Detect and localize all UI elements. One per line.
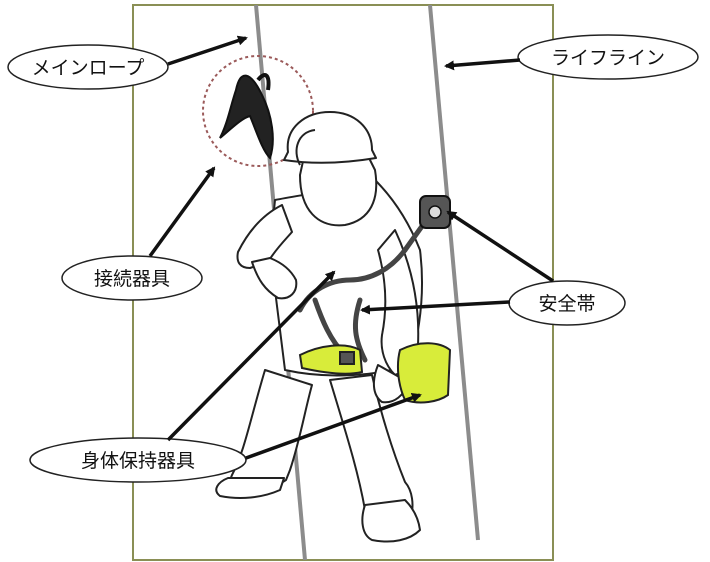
main-rope-label: メインロープ (32, 57, 145, 79)
callout-main-rope: メインロープ (7, 35, 248, 90)
lifeline-hook (419, 195, 451, 229)
connector-highlight-circle (202, 55, 314, 167)
lifeline-rope (428, 4, 480, 541)
callout-safety-belt: 安全帯 (360, 210, 626, 326)
connector-label: 接続器具 (94, 268, 170, 290)
callout-body-holder: 身体保持器具 (29, 270, 422, 483)
safety-belt-label: 安全帯 (538, 293, 595, 315)
connector-device (219, 73, 274, 160)
callout-lifeline: ライフライン (444, 34, 699, 80)
body-holder-label: 身体保持器具 (81, 450, 195, 472)
callout-connector: 接続器具 (61, 166, 216, 301)
body-holder-seat (298, 342, 452, 404)
lifeline-label: ライフライン (551, 47, 665, 69)
